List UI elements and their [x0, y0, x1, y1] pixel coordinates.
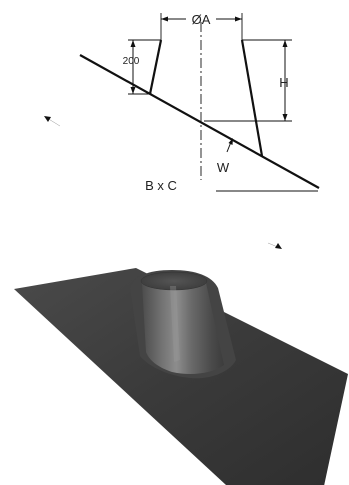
base-dimension: B x C: [44, 116, 282, 249]
cone-left-edge: [148, 39, 163, 95]
flashing-cone: [142, 283, 224, 374]
technical-drawing: ØA 200 H W: [44, 12, 320, 249]
cone-highlight: [170, 286, 180, 362]
height-label: H: [279, 75, 288, 90]
roof-slope-line: [79, 54, 320, 189]
dimension-200-label: 200: [123, 56, 140, 67]
flashing-3d-render: [14, 268, 348, 485]
cone-right-edge: [240, 39, 264, 157]
cone-top-opening: [140, 271, 208, 291]
diameter-label: ØA: [192, 12, 211, 27]
angle-label: W: [217, 160, 230, 175]
base-label: B x C: [145, 178, 177, 193]
angle-indicator: W: [217, 138, 233, 175]
diameter-dimension: ØA: [160, 12, 243, 40]
height-dimension: H: [204, 39, 292, 122]
dimension-200: 200: [123, 39, 161, 95]
